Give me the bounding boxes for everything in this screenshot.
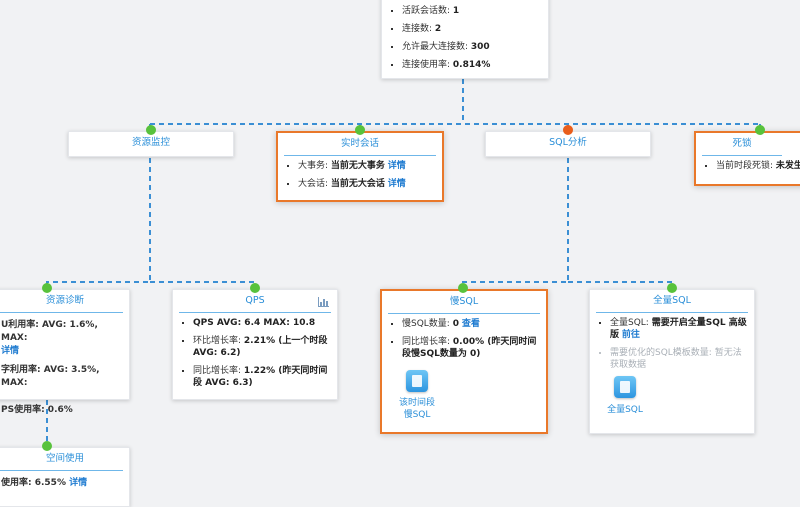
status-dot-ok bbox=[458, 283, 468, 293]
node-title: 死锁 bbox=[702, 133, 782, 156]
status-dot-ok bbox=[250, 283, 260, 293]
node-title: 全量SQL bbox=[596, 290, 748, 313]
qps-node[interactable]: QPS QPS AVG: 6.4 MAX: 10.8 环比增长率: 2.21% … bbox=[172, 289, 338, 400]
node-title: 空间使用 bbox=[0, 448, 123, 471]
slow-sql-node[interactable]: 慢SQL 慢SQL数量: 0 查看 同比增长率: 0.00% (昨天同时间段慢S… bbox=[380, 289, 548, 434]
qps-item: 同比增长率: 1.22% (昨天同时间段 AVG: 6.3) bbox=[193, 365, 331, 389]
summary-item: 连接数: 2 bbox=[402, 23, 542, 35]
slow-sql-item: 同比增长率: 0.00% (昨天同时间段慢SQL数量为 0) bbox=[402, 336, 540, 360]
slow-sql-app-label[interactable]: 该时间段慢SQL bbox=[398, 398, 435, 420]
status-dot-ok bbox=[42, 441, 52, 451]
full-sql-item: 全量SQL: 需要开启全量SQL 高级版 前往 bbox=[610, 317, 748, 341]
node-title: 慢SQL bbox=[388, 291, 540, 314]
space-usage-node[interactable]: 空间使用 使用率: 6.55% 详情 bbox=[0, 447, 130, 507]
document-icon[interactable] bbox=[614, 376, 636, 398]
deadlock-node[interactable]: 死锁 当前时段死锁: 未发生 bbox=[694, 131, 800, 186]
full-sql-item: 需要优化的SQL模板数量: 暂无法获取数据 bbox=[610, 347, 748, 371]
node-title: 资源监控 bbox=[131, 137, 170, 148]
realtime-session-node[interactable]: 实时会话 大事务: 当前无大事务 详情 大会话: 当前无大会话 详情 bbox=[276, 131, 444, 202]
mem-usage-text: 字利用率: AVG: 3.5%, MAX: bbox=[1, 365, 100, 388]
detail-link[interactable]: 详情 bbox=[387, 161, 406, 171]
status-dot-alert bbox=[563, 125, 573, 135]
topology-canvas: 活跃会话数: 1 连接数: 2 允许最大连接数: 300 连接使用率: 0.81… bbox=[0, 0, 800, 481]
node-title: 资源诊断 bbox=[0, 290, 123, 313]
status-dot-ok bbox=[667, 283, 677, 293]
document-icon[interactable] bbox=[406, 370, 428, 392]
space-usage-text: 使用率: 6.55% 详情 bbox=[1, 478, 88, 488]
session-item: 大事务: 当前无大事务 详情 bbox=[298, 160, 436, 172]
detail-link[interactable]: 详情 bbox=[69, 478, 88, 488]
cpu-usage-text: U利用率: AVG: 1.6%, MAX:详情 bbox=[1, 320, 98, 356]
node-title: QPS bbox=[179, 290, 331, 313]
qps-item: 环比增长率: 2.21% (上一个时段 AVG: 6.2) bbox=[193, 335, 331, 359]
full-sql-node[interactable]: 全量SQL 全量SQL: 需要开启全量SQL 高级版 前往 需要优化的SQL模板… bbox=[589, 289, 755, 434]
status-dot-ok bbox=[355, 125, 365, 135]
status-dot-ok bbox=[42, 283, 52, 293]
deadlock-item: 当前时段死锁: 未发生 bbox=[716, 160, 800, 172]
full-sql-app-label[interactable]: 全量SQL bbox=[607, 405, 643, 415]
iops-usage-text: PS使用率: 0.6% bbox=[1, 405, 73, 415]
detail-link[interactable]: 详情 bbox=[1, 346, 20, 356]
session-item: 大会话: 当前无大会话 详情 bbox=[298, 178, 436, 190]
qps-item: QPS AVG: 6.4 MAX: 10.8 bbox=[193, 317, 331, 329]
status-dot-ok bbox=[755, 125, 765, 135]
goto-link[interactable]: 前往 bbox=[621, 330, 640, 340]
status-dot-ok bbox=[146, 125, 156, 135]
detail-link[interactable]: 详情 bbox=[387, 179, 406, 189]
view-link[interactable]: 查看 bbox=[461, 319, 480, 329]
slow-sql-item: 慢SQL数量: 0 查看 bbox=[402, 318, 540, 330]
resource-diagnosis-node[interactable]: 资源诊断 U利用率: AVG: 1.6%, MAX:详情 字利用率: AVG: … bbox=[0, 289, 130, 415]
summary-item: 活跃会话数: 1 bbox=[402, 5, 542, 17]
summary-item: 允许最大连接数: 300 bbox=[402, 41, 542, 53]
bar-chart-icon[interactable] bbox=[318, 297, 329, 307]
session-summary-node[interactable]: 活跃会话数: 1 连接数: 2 允许最大连接数: 300 连接使用率: 0.81… bbox=[381, 0, 549, 79]
node-title: 实时会话 bbox=[284, 133, 436, 156]
summary-item: 连接使用率: 0.814% bbox=[402, 59, 542, 71]
node-title: SQL分析 bbox=[549, 137, 587, 148]
